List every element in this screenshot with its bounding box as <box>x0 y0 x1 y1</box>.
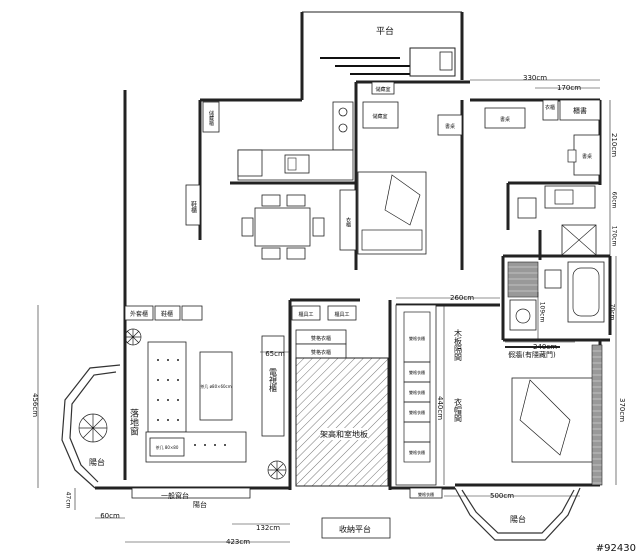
bath-shelf <box>507 261 539 298</box>
french-window-label: 落地窗 <box>128 407 139 436</box>
sofa-main <box>147 341 187 433</box>
dim-70: 70cm <box>609 304 616 321</box>
kitchen-cabinet-label: 儲藏櫃 <box>208 110 214 127</box>
plant-2 <box>78 413 108 443</box>
plant-3 <box>267 460 287 480</box>
general-window-platform <box>131 487 251 499</box>
sink-lower <box>509 299 537 331</box>
dim-456: 456cm <box>31 393 39 417</box>
toilet-1 <box>517 197 537 219</box>
dim-60-bottom: 60cm <box>100 512 120 520</box>
false-wall-label: 假牆(有隱藏門) <box>508 350 556 359</box>
dining-chairs <box>241 194 325 260</box>
watermark: #92430 <box>596 543 636 554</box>
double-wardrobe-top-2-label: 雙格衣櫃 <box>311 349 331 356</box>
shoe-cabinet-2 <box>154 305 181 321</box>
double-wardrobe-7-label: 雙格衣櫃 <box>409 449 425 455</box>
tool-cabinet-2 <box>327 305 357 321</box>
double-wardrobe-4-label: 雙格衣櫃 <box>409 369 425 375</box>
side-table <box>149 437 185 457</box>
plant-1 <box>124 328 142 346</box>
storage-top-label: 儲藏室 <box>375 86 390 93</box>
dim-170-top: 170cm <box>557 84 581 92</box>
wardrobe-upper-label: 衣櫃 <box>345 216 351 228</box>
balcony-right-label: 陽台 <box>510 514 526 524</box>
bathroom-counter <box>544 185 596 209</box>
double-wardrobe-top-1-label: 雙格衣櫃 <box>311 335 331 342</box>
double-wardrobe-bottom-label: 雙格衣櫃 <box>418 491 434 497</box>
bay-window-right <box>454 487 581 541</box>
sofa-cushions <box>157 359 226 446</box>
dim-60: 60cm <box>611 192 618 209</box>
wardrobe-study <box>542 99 559 121</box>
top-balcony-sink <box>409 47 456 77</box>
desk-3-label: 書桌 <box>582 153 592 160</box>
tool-cabinet-2-label: 櫃具工 <box>334 311 349 318</box>
double-wardrobe-5-label: 雙格衣櫃 <box>409 389 425 395</box>
fridge <box>237 149 263 177</box>
storage-platform-label: 收納平台 <box>339 524 371 534</box>
storage-box-2 <box>362 101 399 129</box>
coffee-table <box>199 351 233 421</box>
tool-cabinet-1 <box>291 305 321 321</box>
double-wardrobe-3-label: 雙格衣櫃 <box>409 335 425 341</box>
dim-370: 370cm <box>618 398 626 422</box>
tv-cabinet-label: 電視櫃 <box>269 368 278 393</box>
desk-2 <box>484 107 526 129</box>
dim-109: 109cm <box>539 302 546 323</box>
side-table-label: 茶几 80×80 <box>156 444 179 450</box>
desk-1 <box>437 114 463 136</box>
stove <box>332 101 354 151</box>
balcony-bottom-label: 陽台 <box>193 500 207 509</box>
storage-box-2-label: 儲藏室 <box>372 113 387 120</box>
kitchen-sink <box>284 154 310 174</box>
wood-partition-label: 木板隔間 <box>454 328 463 362</box>
dim-47: 47cm <box>65 492 72 509</box>
shoe-cabinet-2-label: 鞋櫃 <box>161 310 173 318</box>
closet-column <box>395 304 437 486</box>
double-wardrobe-6-label: 雙格衣櫃 <box>409 409 425 415</box>
desk-2-label: 書桌 <box>500 116 510 123</box>
dim-65: 65cm <box>265 350 285 358</box>
tool-cabinet-1-label: 櫃具工 <box>298 311 313 318</box>
raised-floor-label: 架高和室地板 <box>320 429 368 439</box>
toilet-2 <box>544 269 562 289</box>
dim-240: 240cm <box>533 343 557 351</box>
master-wardrobe-right <box>591 344 603 486</box>
raised-floor <box>295 357 389 487</box>
bookcase-label: 櫃書 <box>573 106 587 115</box>
shoe-cabinet-label: 鞋櫃 <box>190 200 197 214</box>
kitchen-cabinet <box>202 101 220 133</box>
bay-window-left <box>61 364 121 489</box>
bookcase <box>559 99 601 121</box>
shoe-cabinet <box>185 184 201 226</box>
dim-440: 440cm <box>436 396 444 420</box>
balcony-top-label: 平台 <box>376 25 394 37</box>
storage-top-box <box>371 81 395 95</box>
dim-170-side: 170cm <box>611 226 618 247</box>
wardrobe-upper <box>339 189 357 251</box>
general-window-label: 一般窗台 <box>161 491 189 500</box>
balcony-left-label: 陽台 <box>89 457 105 467</box>
coffee-table-label: 茶几 ø80×60cm <box>200 383 231 389</box>
dim-500: 500cm <box>490 492 514 500</box>
dim-132: 132cm <box>256 524 280 532</box>
outer-cabinet <box>124 305 154 321</box>
outer-cabinet-label: 外套櫃 <box>130 310 148 318</box>
dimension-lines <box>37 79 617 543</box>
dim-260: 260cm <box>450 294 474 302</box>
dining-table <box>254 207 311 247</box>
desk-3 <box>573 134 601 176</box>
dim-423: 423cm <box>226 538 250 546</box>
closet-label: 衣帽間 <box>454 397 463 423</box>
wardrobe-study-label: 衣櫃 <box>545 104 555 111</box>
double-wardrobe-bottom <box>409 487 443 499</box>
desk-1-label: 書桌 <box>445 123 455 130</box>
dim-330: 330cm <box>523 74 547 82</box>
dim-210: 210cm <box>610 133 618 157</box>
closet-doors <box>403 311 431 463</box>
tv-cabinet <box>261 335 285 437</box>
bathtub <box>567 261 605 323</box>
